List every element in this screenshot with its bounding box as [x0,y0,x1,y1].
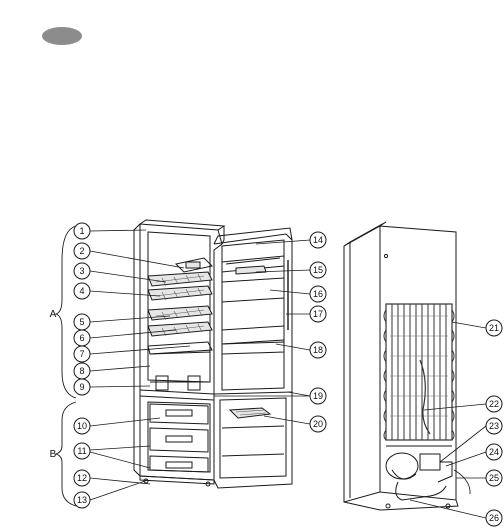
callout-number: 10 [77,421,87,431]
callout-circle [485,443,503,461]
callout-3: 3 [73,262,91,280]
fridge-door-open [213,227,293,489]
callout-number: 24 [489,447,499,457]
group-label-a: A [50,309,57,320]
callout-number: 15 [313,265,323,275]
callout-14: 14 [309,231,327,249]
callout-circle [73,242,91,260]
callout-9: 9 [73,378,91,396]
callout-10: 10 [73,417,91,435]
callout-circle [309,305,327,323]
callout-number: 11 [77,446,86,456]
callout-7: 7 [73,345,91,363]
callout-16: 16 [309,285,327,303]
group-label-b: B [50,449,57,460]
callout-number: 23 [489,421,499,431]
callout-circle [73,491,91,509]
callout-circle [73,469,91,487]
callout-25: 25 [485,469,503,487]
callout-circle [309,341,327,359]
callout-number: 25 [489,473,499,483]
leader-lines [89,229,487,519]
callout-1: 1 [73,222,91,240]
callout-number: 8 [79,366,84,376]
callout-circle [485,319,503,337]
callout-circle [309,231,327,249]
callout-circle [309,387,327,405]
callout-6: 6 [73,329,91,347]
callout-11: 11 [73,442,91,460]
callout-number: 5 [79,317,84,327]
callout-number: 16 [313,289,323,299]
callout-number: 19 [313,391,323,401]
fridge-front-view [133,219,226,487]
callout-circle [309,261,327,279]
callout-number: 18 [313,345,323,355]
callout-circle [309,285,327,303]
callout-circle [73,262,91,280]
callout-number: 17 [313,309,323,319]
callout-13: 13 [73,491,91,509]
callout-number: 1 [79,226,84,236]
callout-layer: 1234567891011121314151617181920212223242… [73,222,503,527]
callout-number: 3 [79,266,84,276]
callout-15: 15 [309,261,327,279]
language-badge [42,27,82,45]
callout-number: 2 [79,246,84,256]
callout-number: 21 [489,323,499,333]
callout-number: 4 [79,286,84,296]
callout-8: 8 [73,362,91,380]
condenser-coil [383,303,455,441]
callout-circle [309,415,327,433]
callout-18: 18 [309,341,327,359]
callout-24: 24 [485,443,503,461]
callout-number: 22 [489,399,499,409]
callout-19: 19 [309,387,327,405]
callout-circle [73,417,91,435]
callout-number: 26 [489,513,499,523]
callout-20: 20 [309,415,327,433]
compressor [385,445,471,501]
callout-26: 26 [485,509,503,527]
group-brackets [54,225,77,507]
callout-number: 13 [77,495,87,505]
callout-number: 12 [77,473,87,483]
callout-4: 4 [73,282,91,300]
callout-circle [485,509,503,527]
callout-number: 9 [79,382,84,392]
callout-21: 21 [485,319,503,337]
callout-5: 5 [73,313,91,331]
callout-circle [73,378,91,396]
callout-number: 14 [313,235,323,245]
callout-circle [485,417,503,435]
callout-number: 6 [79,333,84,343]
callout-circle [485,395,503,413]
callout-12: 12 [73,469,91,487]
callout-circle [73,345,91,363]
callout-circle [73,282,91,300]
fridge-back-view [343,221,459,511]
callout-circle [73,442,91,460]
callout-circle [485,469,503,487]
callout-17: 17 [309,305,327,323]
callout-circle [73,222,91,240]
callout-23: 23 [485,417,503,435]
callout-2: 2 [73,242,91,260]
callout-number: 7 [79,349,84,359]
callout-22: 22 [485,395,503,413]
callout-number: 20 [313,419,323,429]
